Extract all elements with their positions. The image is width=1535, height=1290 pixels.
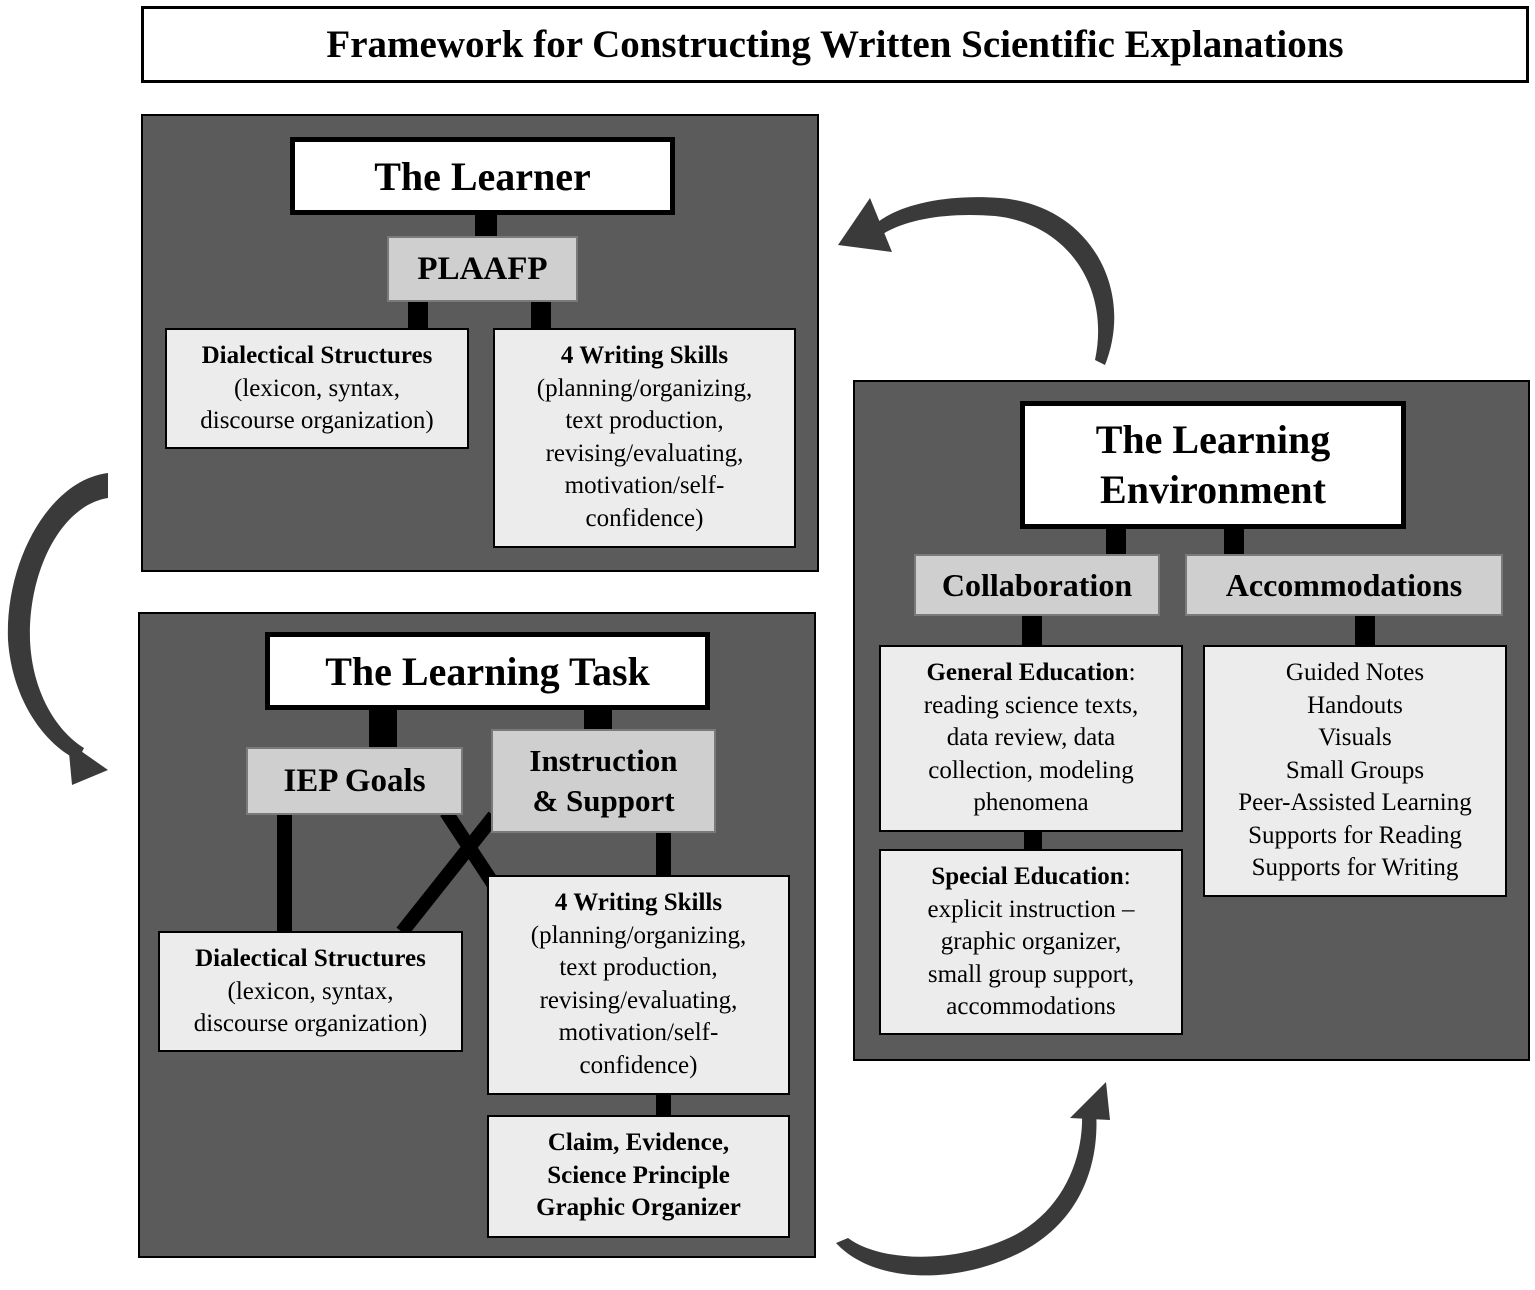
instruction-support-box: Instruction & Support [491,729,716,833]
connector [1106,525,1126,557]
general-education-heading: General Education [926,659,1129,686]
connector-instruction-to-dialectical [396,811,500,937]
learner-writing-line: (planning/organizing, [536,374,753,402]
accommodation-item: Small Groups [1285,756,1425,784]
learner-dialectical-box: Dialectical Structures (lexicon, syntax,… [165,328,469,449]
general-education-box: General Education: reading science texts… [879,645,1183,832]
learner-dialectical-heading: Dialectical Structures [201,342,433,369]
support-label: & Support [532,783,675,818]
iep-goals-label: IEP Goals [283,762,426,799]
collaboration-box: Collaboration [914,554,1160,616]
connector [1022,613,1042,647]
task-writing-heading: 4 Writing Skills [554,889,723,916]
accommodation-item: Guided Notes [1285,659,1425,686]
special-education-line: accommodations [946,993,1116,1020]
task-writing-line: text production, [559,954,718,981]
learner-writing-line: confidence) [585,504,704,532]
special-education-box: Special Education: explicit instruction … [879,849,1183,1035]
task-writing-line: confidence) [579,1051,698,1079]
learner-writing-heading: 4 Writing Skills [560,342,729,369]
connector [475,210,497,240]
special-education-heading: Special Education [931,863,1124,890]
general-education-line: collection, modeling [928,756,1134,784]
learner-header-text: The Learner [374,153,591,199]
collaboration-label: Collaboration [941,566,1133,603]
general-education-punct: : [1128,659,1136,686]
general-education-line: phenomena [973,789,1089,816]
accommodations-box: Accommodations [1185,554,1503,616]
learner-writing-line: motivation/self- [564,472,725,499]
task-header-text: The Learning Task [325,648,650,694]
task-header: The Learning Task [265,632,710,710]
general-education-line: reading science texts, [923,691,1139,719]
learner-writing-line: text production, [565,407,724,434]
ces-graphic-organizer-box: Claim, Evidence, Science Principle Graph… [487,1115,790,1238]
task-writing-line: (planning/organizing, [530,921,747,949]
curved-arrow-icon [836,1082,1110,1276]
learner-writing-box: 4 Writing Skills (planning/organizing, t… [493,328,796,548]
connector [369,705,397,750]
environment-header: The Learning Environment [1020,401,1406,529]
connector [1024,829,1042,851]
accommodation-item: Handouts [1307,691,1403,719]
task-writing-line: motivation/self- [558,1019,719,1046]
general-education-line: data review, data [946,724,1116,751]
diagram-title: Framework for Constructing Written Scien… [326,23,1344,66]
general-education-title: General Education: [881,657,1181,690]
task-dialectical-line: discourse organization) [193,1010,428,1037]
connector [408,300,428,330]
ces-line: Graphic Organizer [536,1194,741,1221]
connector [1224,525,1244,557]
task-dialectical-line: (lexicon, syntax, [227,977,394,1005]
environment-header-line1: The Learning [1095,417,1331,462]
accommodations-label: Accommodations [1225,566,1463,603]
learner-header: The Learner [290,137,675,215]
accommodation-item: Supports for Writing [1251,854,1459,881]
curved-arrow-icon [7,473,108,785]
curved-arrow-icon [838,197,1115,365]
learner-dialectical-line: (lexicon, syntax, [234,374,400,402]
connector [656,1093,671,1118]
connector [531,300,551,330]
accommodation-item: Supports for Reading [1248,821,1462,849]
accommodations-list-box: Guided Notes Handouts Visuals Small Grou… [1203,645,1507,897]
iep-goals-box: IEP Goals [246,747,463,815]
special-education-title: Special Education: [881,861,1181,894]
instruction-label: Instruction [529,743,678,778]
special-education-line: explicit instruction – [927,895,1135,923]
ces-line: Science Principle [547,1161,730,1189]
special-education-line: small group support, [927,960,1135,988]
special-education-punct: : [1123,863,1131,890]
connector [656,831,671,878]
learner-writing-line: revising/evaluating, [545,439,744,467]
learner-dialectical-line: discourse organization) [200,407,434,434]
special-education-line: graphic organizer, [940,928,1122,955]
accommodation-item: Peer-Assisted Learning [1238,789,1472,816]
connector [1355,613,1375,647]
task-dialectical-box: Dialectical Structures (lexicon, syntax,… [158,931,463,1052]
accommodation-item: Visuals [1318,724,1392,751]
title-box: Framework for Constructing Written Scien… [141,6,1529,83]
connector [277,812,292,934]
ces-line: Claim, Evidence, [547,1129,730,1156]
task-writing-box: 4 Writing Skills (planning/organizing, t… [487,875,790,1095]
task-dialectical-heading: Dialectical Structures [195,945,426,972]
plaafp-label: PLAAFP [417,250,548,287]
plaafp-box: PLAAFP [387,236,578,302]
environment-header-line2: Environment [1100,467,1326,512]
task-writing-line: revising/evaluating, [539,986,738,1014]
